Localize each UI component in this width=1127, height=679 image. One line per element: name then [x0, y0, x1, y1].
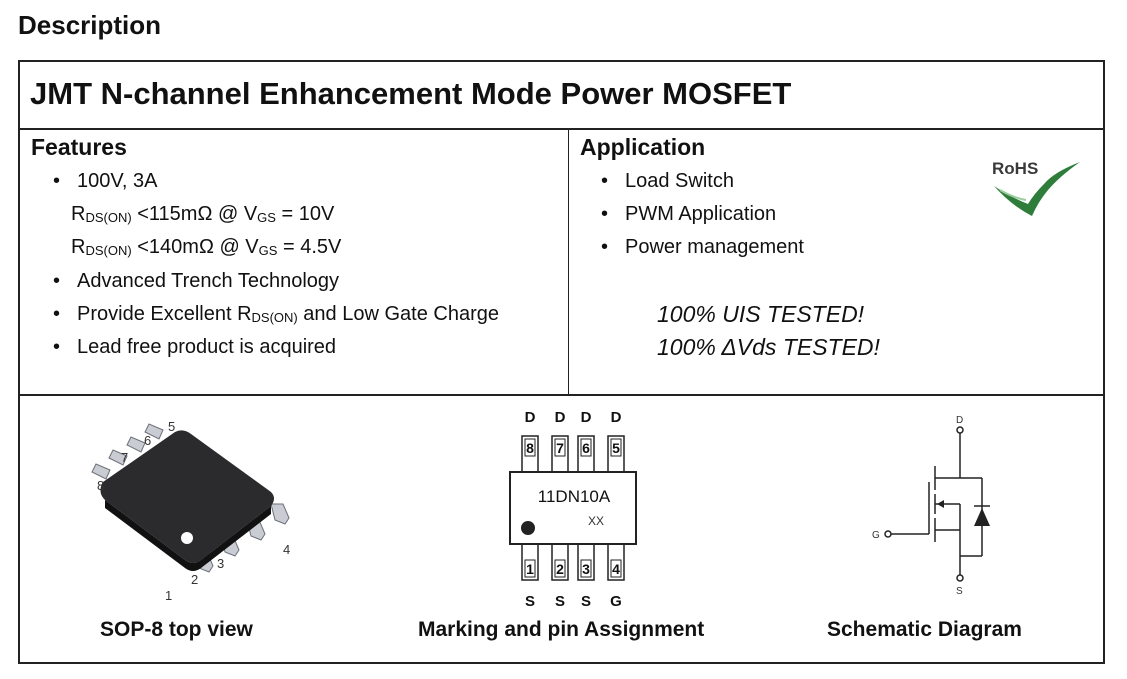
- divider: [568, 128, 569, 394]
- excellent-subscript: DS(ON): [251, 310, 298, 325]
- uis-tested-note: 100% UIS TESTED!: [657, 301, 865, 327]
- application-item-text: PWM Application: [625, 203, 777, 225]
- rds-symbol: R: [71, 203, 86, 225]
- feature-rds-4v5: RDS(ON) <140mΩ @ VGS = 4.5V: [71, 236, 341, 259]
- feature-trench: Advanced Trench Technology: [53, 270, 340, 293]
- application-item: PWM Application: [601, 203, 777, 226]
- marking-pin-diagram: D D D D 8 7 6 5: [509, 409, 637, 610]
- dvds-tested-note: 100% ΔVds TESTED!: [657, 334, 880, 360]
- top-pin-letter: D: [581, 409, 592, 426]
- application-heading: Application: [580, 134, 706, 160]
- schematic-caption: Schematic Diagram: [827, 618, 1022, 641]
- top-pin-letter: D: [555, 409, 566, 426]
- gate-label: G: [872, 530, 880, 541]
- feature-lead-free: Lead free product is acquired: [53, 336, 337, 359]
- marking-caption: Marking and pin Assignment: [418, 618, 705, 641]
- sop8-pin-label: 5: [168, 419, 175, 434]
- source-label: S: [956, 586, 963, 597]
- top-pin-number: 8: [526, 440, 534, 456]
- rohs-logo-icon: RoHS: [992, 159, 1080, 216]
- bottom-pin-letter: S: [555, 593, 565, 610]
- excellent-post: and Low Gate Charge: [297, 303, 499, 325]
- bottom-pin-number: 4: [612, 561, 620, 577]
- sop8-pin-label: 3: [217, 556, 224, 571]
- vgs-value: = 10V: [275, 203, 335, 225]
- divider: [20, 394, 1103, 396]
- product-title: JMT N-channel Enhancement Mode Power MOS…: [30, 76, 792, 111]
- bottom-pin-letter: S: [581, 593, 591, 610]
- rds-subscript: DS(ON): [85, 210, 132, 225]
- top-pin-number: 6: [582, 440, 590, 456]
- bottom-pin-number: 3: [582, 561, 590, 577]
- rds-subscript: DS(ON): [85, 243, 132, 258]
- top-pin-letter: D: [611, 409, 622, 426]
- mosfet-schematic: D G S: [872, 415, 990, 597]
- drain-label: D: [956, 415, 963, 426]
- sop8-pin-label: 6: [144, 433, 151, 448]
- rohs-label: RoHS: [992, 159, 1038, 178]
- feature-rating: 100V, 3A: [53, 170, 158, 193]
- part-marking: 11DN10A: [538, 487, 611, 506]
- bottom-pin-letter: G: [610, 593, 622, 610]
- sop8-pin-label: 8: [97, 478, 104, 493]
- top-pin-number: 5: [612, 440, 620, 456]
- bottom-pin-number: 1: [526, 561, 534, 577]
- feature-lead-free-text: Lead free product is acquired: [77, 336, 337, 358]
- sop8-caption: SOP-8 top view: [100, 618, 253, 641]
- pin1-dot: [521, 521, 535, 535]
- vgs-value: = 4.5V: [277, 236, 342, 258]
- application-item: Power management: [601, 236, 804, 259]
- features-heading: Features: [31, 134, 127, 160]
- application-item-text: Power management: [625, 236, 804, 258]
- bottom-pin-number: 2: [556, 561, 564, 577]
- top-pin-number: 7: [556, 440, 564, 456]
- description-heading: Description: [18, 10, 162, 40]
- divider: [20, 128, 1103, 130]
- sop8-pin-label: 4: [283, 542, 290, 557]
- feature-rating-text: 100V, 3A: [77, 170, 158, 192]
- sop8-pin-label: 7: [121, 450, 128, 465]
- vgs-subscript: GS: [257, 210, 276, 225]
- date-code: XX: [588, 514, 604, 528]
- sop8-pin-label: 2: [191, 572, 198, 587]
- feature-trench-text: Advanced Trench Technology: [77, 270, 340, 292]
- sop8-package-drawing: 1 2 3 4 5 6 7 8: [91, 419, 290, 603]
- vgs-subscript: GS: [258, 243, 278, 258]
- rds-value: <140mΩ @ V: [131, 236, 259, 258]
- application-item-text: Load Switch: [625, 170, 734, 192]
- application-item: Load Switch: [601, 170, 734, 193]
- excellent-pre: Provide Excellent R: [77, 303, 252, 325]
- rds-value: <115mΩ @ V: [131, 203, 258, 225]
- sop8-pin-label: 1: [165, 588, 172, 603]
- feature-excellent: Provide Excellent RDS(ON) and Low Gate C…: [53, 303, 499, 326]
- rohs-check: [994, 162, 1080, 216]
- top-pin-letter: D: [525, 409, 536, 426]
- rds-symbol: R: [71, 236, 86, 258]
- feature-rds-10v: RDS(ON) <115mΩ @ VGS = 10V: [71, 203, 334, 226]
- datasheet-box: JMT N-channel Enhancement Mode Power MOS…: [18, 60, 1105, 664]
- bottom-pin-letter: S: [525, 593, 535, 610]
